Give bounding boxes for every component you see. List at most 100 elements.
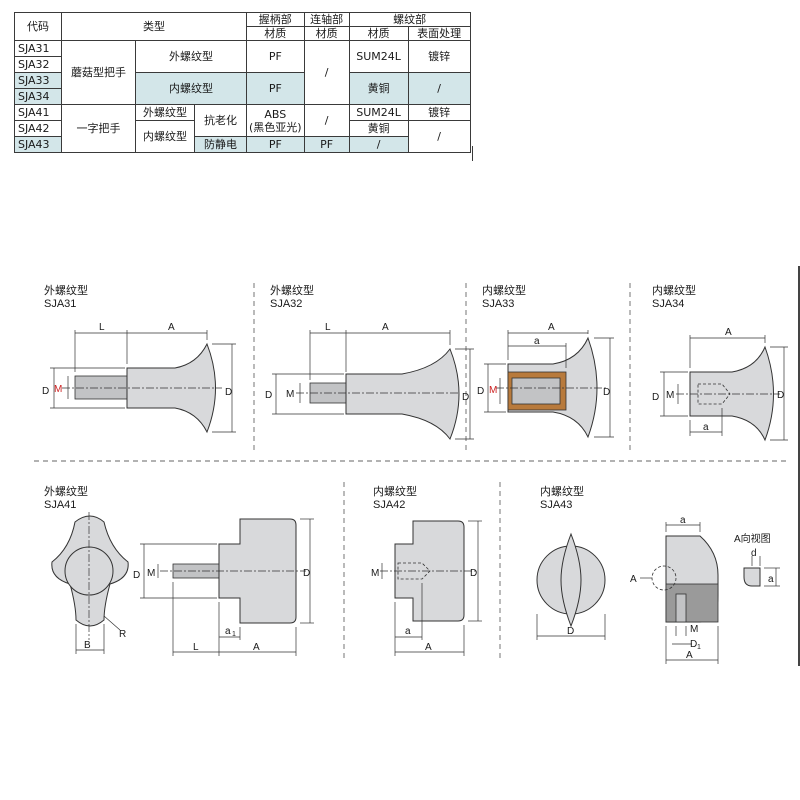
sja32-knob xyxy=(345,347,460,441)
sja33-internal-thread xyxy=(511,377,561,405)
sja43-view-profile xyxy=(743,567,761,587)
sja33-dim-d: D xyxy=(603,387,610,398)
sja32-dim-d: D xyxy=(462,392,469,403)
grip-abs-note: (黑色亚光) xyxy=(249,120,302,134)
sja34-code-label: SJA34 xyxy=(652,298,684,310)
header-shaft-material: 材质 xyxy=(303,26,350,41)
grip-pf-ext: PF xyxy=(246,40,305,73)
shaft-pf-antistatic: PF xyxy=(303,136,350,153)
right-border-line xyxy=(798,266,800,666)
sja43-dim-d1: D xyxy=(690,639,697,650)
sja43-dim-small-a: a xyxy=(680,515,686,526)
sja33-dim-small-a: a xyxy=(534,336,540,347)
sja42-dim-a: A xyxy=(425,642,432,653)
sja33-dim-d1: D xyxy=(477,386,484,397)
sja43-dim-a1: a xyxy=(768,574,774,585)
drawing-sja41: 外螺纹型 SJA41 B R L A a 1 D D M xyxy=(44,484,314,656)
sja43-dim-m: M xyxy=(690,624,698,635)
sja41-dim-a1: a xyxy=(225,626,231,637)
sja34-dim-small-a: a xyxy=(703,422,709,433)
sja43-type-label: 内螺纹型 xyxy=(540,484,584,498)
sja31-dim-d1: D xyxy=(42,386,49,397)
sja32-dim-l: L xyxy=(325,322,331,333)
subtype-antistatic: 防静电 xyxy=(194,136,247,153)
type-mushroom: 蘑菇型把手 xyxy=(61,40,136,105)
sja32-dim-m: M xyxy=(286,389,294,400)
sja43-top-ridge xyxy=(560,532,582,628)
sja41-type-label: 外螺纹型 xyxy=(44,484,88,498)
sja41-code-label: SJA41 xyxy=(44,499,76,511)
shaft-slash-flat: / xyxy=(303,104,350,137)
sja41-dim-d1: D xyxy=(133,570,140,581)
sja34-hidden-thread xyxy=(697,383,731,405)
drawing-sja34: 内螺纹型 SJA34 A a D D M xyxy=(652,283,788,442)
drawing-sja33: 内螺纹型 SJA33 A a D D M xyxy=(477,283,614,439)
sja42-dim-small-a: a xyxy=(405,626,411,637)
header-type: 类型 xyxy=(61,12,247,41)
sja41-dim-l: L xyxy=(193,642,199,653)
sja43-code-label: SJA43 xyxy=(540,499,572,511)
grip-pf-int: PF xyxy=(246,72,305,105)
code-sja34: SJA34 xyxy=(14,88,62,105)
sja41-dim-d: D xyxy=(303,568,310,579)
grip-pf-antistatic: PF xyxy=(246,136,305,153)
sja33-type-label: 内螺纹型 xyxy=(482,283,526,297)
sja43-internal-thread xyxy=(675,593,687,623)
sja41-dim-a: A xyxy=(253,642,260,653)
sja31-dim-a: A xyxy=(168,322,175,333)
surface-slash-mushroom: / xyxy=(407,72,471,105)
drawing-sja31: 外螺纹型 SJA31 L A D D M xyxy=(42,283,236,434)
drawing-sja43: 内螺纹型 SJA43 D A a M D 1 A A向视图 d a xyxy=(536,484,780,664)
thread-slash-antistatic: / xyxy=(348,136,409,153)
type-flat: 一字把手 xyxy=(61,104,136,153)
sja41-dim-r: R xyxy=(119,629,126,640)
sja33-dim-a: A xyxy=(548,322,555,333)
sja31-thread xyxy=(74,375,128,400)
sja31-dim-d: D xyxy=(225,387,232,398)
sja34-type-label: 内螺纹型 xyxy=(652,283,696,297)
sja31-dim-m: M xyxy=(54,384,62,395)
sja41-dim-m: M xyxy=(147,568,155,579)
sja43-view-title: A向视图 xyxy=(734,532,771,545)
sja34-dim-d: D xyxy=(777,390,784,401)
sja31-type-label: 外螺纹型 xyxy=(44,283,88,297)
sja43-dim-d: D xyxy=(567,626,574,637)
sja34-dim-m: M xyxy=(666,390,674,401)
sja32-dim-a: A xyxy=(382,322,389,333)
header-thread-material: 材质 xyxy=(348,26,409,41)
header-code: 代码 xyxy=(14,12,62,41)
sja33-dim-m: M xyxy=(489,385,497,396)
sja43-dim-small-d: d xyxy=(751,548,757,559)
subtype-int-flat: 内螺纹型 xyxy=(135,120,195,153)
sja43-view-a-label: A xyxy=(630,574,637,585)
code-sja41: SJA41 xyxy=(14,104,62,121)
sja32-type-label: 外螺纹型 xyxy=(270,283,314,297)
sja34-dim-d1: D xyxy=(652,392,659,403)
sja41-front-grip xyxy=(218,518,297,624)
sja42-dim-m: M xyxy=(371,568,379,579)
header-thread: 螺纹部 xyxy=(348,12,471,27)
sja34-dim-a: A xyxy=(725,327,732,338)
sja43-section-hatch xyxy=(665,583,719,623)
sja34-knob xyxy=(689,345,774,442)
grip-abs-name: ABS xyxy=(264,107,287,121)
sja41-dim-a1-sub: 1 xyxy=(232,631,236,638)
drawing-sja32: 外螺纹型 SJA32 L A D D M xyxy=(265,283,474,441)
table-edge-line xyxy=(472,146,473,161)
sja32-code-label: SJA32 xyxy=(270,298,302,310)
sja42-dim-d: D xyxy=(470,568,477,579)
sja43-dim-d1-sub: 1 xyxy=(697,644,701,651)
sja41-dim-b: B xyxy=(84,640,91,651)
sja31-code-label: SJA31 xyxy=(44,298,76,310)
subtype-int-mushroom: 内螺纹型 xyxy=(135,72,247,105)
subtype-anti-aging: 抗老化 xyxy=(194,104,247,137)
surface-zinc: 镀锌 xyxy=(407,40,471,73)
sja42-code-label: SJA42 xyxy=(373,499,405,511)
code-sja43: SJA43 xyxy=(14,136,62,153)
spec-table: 代码 类型 握柄部 连轴部 螺纹部 材质 材质 材质 表面处理 SJA31 蘑菇… xyxy=(14,12,471,153)
sja42-hidden-thread xyxy=(397,562,431,580)
drawing-sja42: 内螺纹型 SJA42 A a D M xyxy=(371,484,482,656)
sja31-dim-l: L xyxy=(99,322,105,333)
sja43-dim-a: A xyxy=(686,650,693,661)
